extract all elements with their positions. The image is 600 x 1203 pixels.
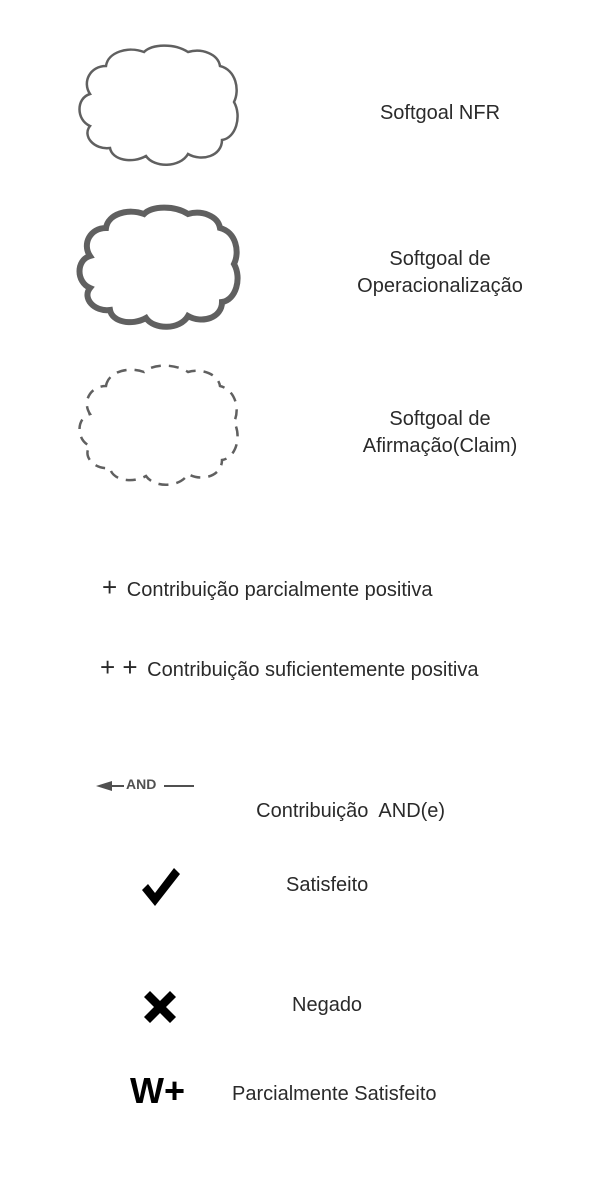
softgoal-operacionalizacao-cloud-icon: [74, 202, 246, 330]
and-arrow-icon: AND: [94, 774, 198, 798]
softgoal-operacionalizacao-label: Softgoal de Operacionalização: [357, 248, 523, 297]
w-plus-symbol: W+: [130, 1070, 186, 1111]
x-icon: [140, 987, 180, 1032]
satisfeito-label: Satisfeito: [286, 874, 369, 896]
contribuicao-parcial-label: Contribuição parcialmente positiva: [126, 579, 433, 601]
plus-symbol: +: [102, 572, 118, 602]
softgoal-nfr-cloud-icon: [76, 44, 244, 168]
contribuicao-parcial-row: + Contribuição parcialmente positiva: [102, 572, 432, 603]
and-arrow-text: AND: [126, 776, 157, 792]
double-plus-symbol: + +: [100, 652, 138, 682]
softgoal-nfr-label: Softgoal NFR: [379, 102, 501, 124]
softgoal-afirmacao-cloud-icon: [76, 364, 244, 488]
softgoal-afirmacao-label: Softgoal de Afirmação(Claim): [362, 408, 518, 457]
parcialmente-satisfeito-label: Parcialmente Satisfeito: [232, 1083, 437, 1105]
contribuicao-suficiente-row: + + Contribuição suficientemente positiv…: [100, 652, 478, 683]
check-icon: [138, 864, 182, 913]
contribuicao-suficiente-label: Contribuição suficientemente positiva: [147, 659, 479, 681]
negado-label: Negado: [292, 994, 363, 1016]
contribuicao-and-label: Contribuição AND(e): [256, 800, 446, 822]
